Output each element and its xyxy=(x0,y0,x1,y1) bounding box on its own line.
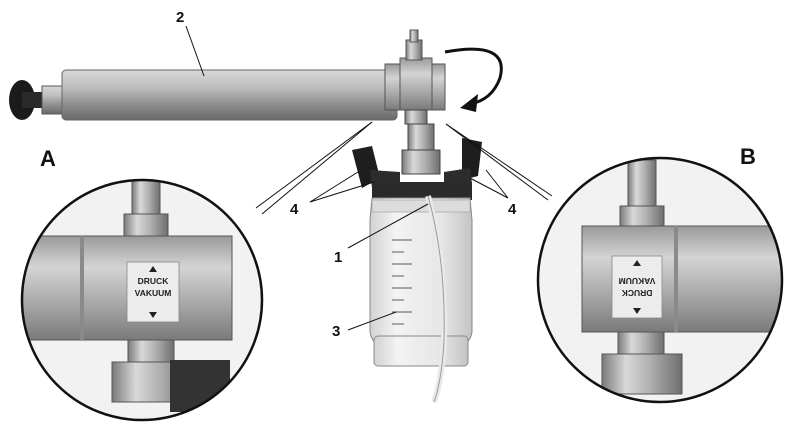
part-2-label: 2 xyxy=(176,9,184,26)
arrow-down-icon xyxy=(633,308,641,314)
pump-head xyxy=(384,29,446,125)
valve-bottom-text-b: VAKUUM xyxy=(619,276,656,286)
part-4-left-label: 4 xyxy=(290,201,299,218)
detail-b-label: B xyxy=(740,144,756,169)
detail-a-label: A xyxy=(40,146,56,171)
arrow-up-icon xyxy=(149,266,157,272)
detail-a: DRUCK VAKUUM xyxy=(20,178,264,422)
connector-assembly xyxy=(352,123,482,200)
arrow-up-icon xyxy=(633,260,641,266)
part-4-right-label: 4 xyxy=(508,201,517,218)
rotation-arrow xyxy=(444,47,503,106)
detail-b: DRUCK VAKUUM xyxy=(536,156,784,404)
pump-handle xyxy=(9,80,65,120)
fluid-jar xyxy=(369,195,473,404)
arrow-down-icon xyxy=(149,312,157,318)
part-1-label: 1 xyxy=(334,249,342,266)
valve-bottom-text-a: VAKUUM xyxy=(135,288,172,298)
pump-cylinder xyxy=(61,69,398,121)
valve-top-text-b: DRUCK xyxy=(621,288,653,298)
detail-lines xyxy=(255,121,553,215)
rotation-arrowhead xyxy=(460,94,478,112)
leader-lines xyxy=(185,25,509,331)
valve-top-text-a: DRUCK xyxy=(138,276,170,286)
part-3-label: 3 xyxy=(332,323,340,340)
